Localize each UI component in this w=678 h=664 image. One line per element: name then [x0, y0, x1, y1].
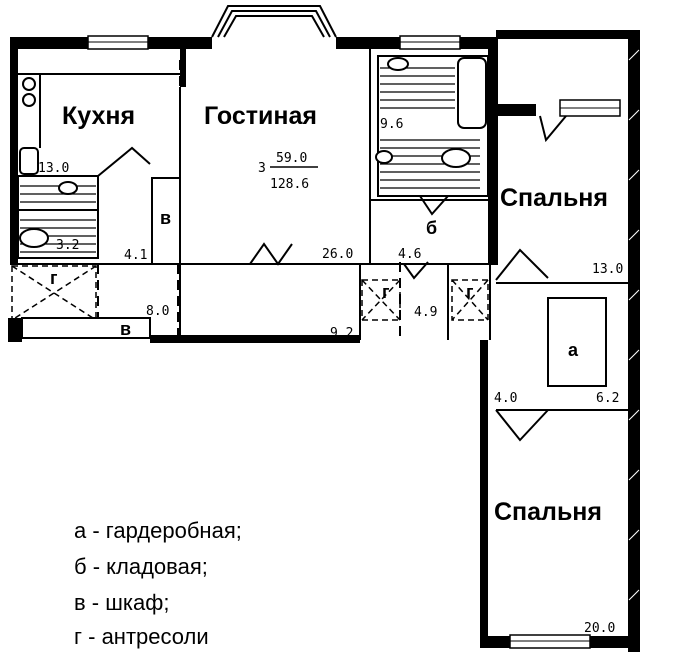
bedroom1-label: Спальня — [500, 184, 608, 212]
windows — [87, 35, 621, 649]
letter-mezz-mid: г — [382, 282, 390, 302]
area-corridor-right: 4.9 — [414, 305, 437, 320]
toilet-icon — [19, 228, 49, 248]
letter-wardrobe: а — [568, 340, 579, 360]
stove-burner-icon — [22, 77, 36, 91]
living-door — [249, 242, 293, 266]
letter-mezz-left: г — [50, 268, 58, 288]
summary-living-area: 59.0 — [276, 151, 307, 166]
area-living: 26.0 — [322, 247, 353, 262]
area-corridor-v: 4.0 — [494, 391, 517, 406]
door-swings — [97, 115, 567, 442]
bath-door — [419, 195, 449, 216]
bedroom2-label: Спальня — [494, 498, 602, 526]
legend-line-b: б - кладовая; — [74, 554, 208, 579]
legend-line-v: в - шкаф; — [74, 590, 169, 615]
tile-hatching — [20, 67, 480, 253]
bedroom1-inner-door — [539, 115, 567, 143]
area-wardrobe: 6.2 — [596, 391, 619, 406]
area-kitchen: 13.0 — [38, 161, 69, 176]
legend: а - гардеробная; б - кладовая; в - шкаф;… — [74, 518, 242, 649]
area-corridor-left: 4.1 — [124, 248, 147, 263]
letter-closet-bottom: в — [120, 319, 131, 339]
exterior-wall-hatch — [628, 49, 640, 601]
summary-rooms: 3 — [258, 161, 266, 176]
sink-icon — [19, 147, 39, 175]
sink-icon — [387, 57, 409, 71]
letter-mezz-right: г — [466, 282, 474, 302]
area-corridor-bottom: 9.2 — [330, 326, 353, 341]
closet-bottom — [21, 317, 151, 339]
corridor-door — [495, 409, 549, 442]
letter-closet-top: в — [160, 208, 171, 228]
legend-line-g: г - антресоли — [74, 624, 209, 649]
bedroom1-door — [495, 248, 549, 281]
kitchen-door — [97, 146, 151, 177]
area-wc: 3.2 — [56, 238, 79, 253]
fixtures — [19, 57, 471, 248]
hall-door — [403, 261, 429, 280]
area-hall: 8.0 — [146, 304, 169, 319]
living-room-label: Гостиная — [204, 102, 317, 130]
outer-walls — [8, 30, 640, 652]
bay-window — [211, 5, 337, 38]
kitchen-label: Кухня — [62, 102, 135, 130]
area-bedroom2: 20.0 — [584, 621, 615, 636]
window-mullions — [88, 41, 620, 642]
washbasin-icon — [58, 181, 78, 195]
washbasin-icon — [375, 150, 393, 164]
legend-line-a: а - гардеробная; — [74, 518, 242, 543]
toilet-icon — [441, 148, 471, 168]
stove-burner-icon — [22, 93, 36, 107]
letter-pantry: б — [426, 218, 437, 238]
area-hall-mid: 4.6 — [398, 247, 421, 262]
summary-total-area: 128.6 — [270, 177, 309, 192]
area-bedroom1: 13.0 — [592, 262, 623, 277]
area-bath: 9.6 — [380, 117, 403, 132]
